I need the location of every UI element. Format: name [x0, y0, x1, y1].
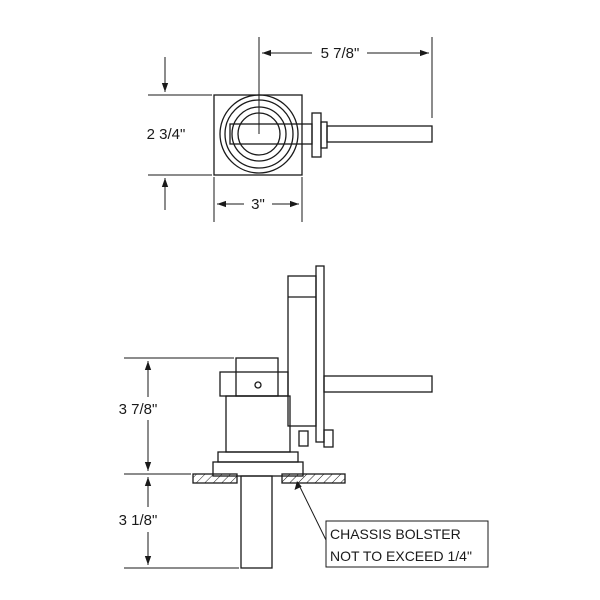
side-view-cam-lever	[287, 275, 317, 427]
side-view-hex-nut	[323, 429, 334, 448]
note-line-2: NOT TO EXCEED 1/4"	[330, 548, 472, 564]
note-leader-arrow	[294, 481, 302, 490]
dim-top-width: 3"	[251, 196, 265, 213]
side-view	[192, 265, 433, 569]
note-leader-line	[298, 484, 327, 541]
top-view	[213, 94, 433, 176]
dim-side-lower-height: 3 1/8"	[119, 512, 158, 529]
top-view-cam-arm	[229, 123, 313, 145]
side-view-body	[225, 395, 291, 453]
side-view-head	[235, 357, 279, 397]
side-view-flange	[217, 451, 299, 463]
side-view-handle-rod	[323, 375, 433, 393]
side-view-shank	[240, 475, 273, 569]
side-view-small-nut	[298, 430, 309, 447]
side-view-pin-hole	[254, 381, 262, 389]
top-view-nut-face	[320, 121, 328, 149]
note-box	[325, 520, 489, 568]
side-view-plate	[315, 265, 325, 443]
dim-side-upper-height: 3 7/8"	[119, 401, 158, 418]
chassis-bolster-left	[192, 473, 238, 484]
note-line-1: CHASSIS BOLSTER	[330, 526, 461, 542]
top-view-dimension-lines	[148, 37, 433, 222]
chassis-bolster-right	[281, 473, 346, 484]
top-view-nut	[311, 112, 322, 158]
side-view-dimension-lines	[124, 357, 239, 569]
dim-top-length: 5 7/8"	[321, 45, 360, 62]
top-view-handle-rod	[326, 125, 433, 143]
dim-top-height: 2 3/4"	[147, 126, 186, 143]
